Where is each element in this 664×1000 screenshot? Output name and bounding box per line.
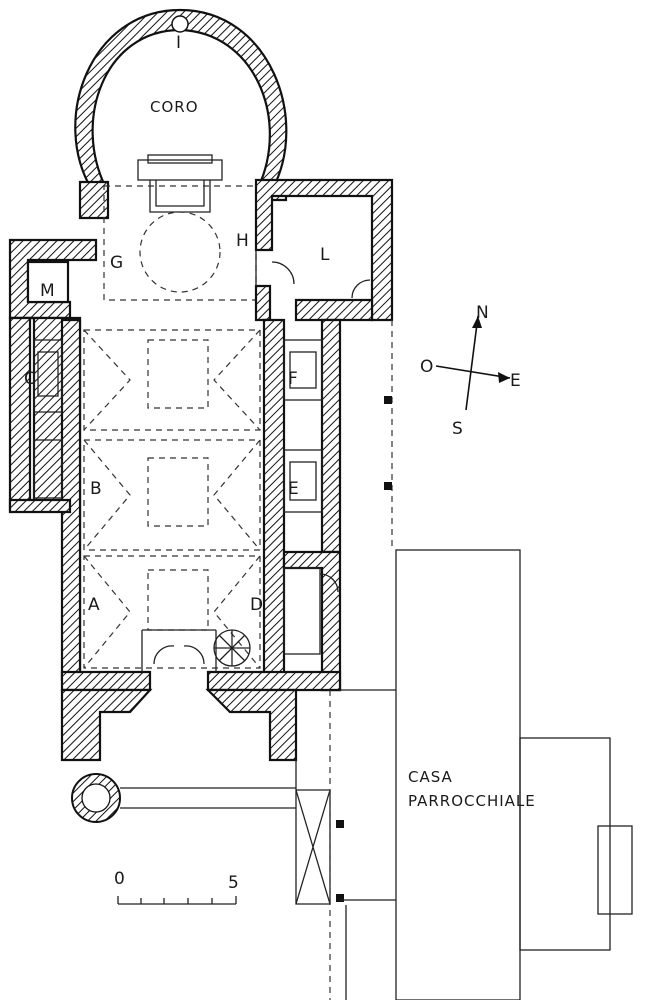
- label-casa: CASA: [408, 768, 453, 786]
- site-boundary: [329, 320, 396, 1000]
- compass-o: O: [420, 357, 433, 377]
- vaults: [83, 329, 261, 669]
- label-a: A: [88, 595, 100, 615]
- entrance: [141, 629, 251, 672]
- label-coro: CORO: [150, 98, 199, 116]
- compass-n: N: [476, 303, 489, 323]
- scale-bar: [117, 896, 237, 905]
- altar: [137, 154, 223, 213]
- room-m: [8, 238, 98, 320]
- label-parrocchiale: PARROCCHIALE: [408, 792, 536, 810]
- compass: [435, 315, 511, 411]
- compass-e: E: [510, 371, 521, 391]
- compass-s: S: [452, 419, 463, 439]
- casa-parrocchiale: [395, 549, 633, 1000]
- room-l: [254, 178, 394, 322]
- front-steps: [60, 688, 331, 905]
- label-h: H: [236, 231, 249, 251]
- label-m: M: [40, 281, 55, 301]
- label-c: C: [24, 369, 36, 389]
- side-chapels: [33, 339, 339, 655]
- label-f: F: [288, 369, 298, 389]
- scale-end: 5: [228, 873, 239, 893]
- label-g: G: [110, 253, 123, 273]
- label-e: E: [288, 479, 299, 499]
- presbytery: [103, 185, 257, 301]
- label-l: L: [320, 245, 330, 265]
- label-d: D: [250, 595, 263, 615]
- label-i: I: [176, 33, 181, 53]
- scale-start: 0: [114, 869, 125, 889]
- label-b: B: [90, 479, 102, 499]
